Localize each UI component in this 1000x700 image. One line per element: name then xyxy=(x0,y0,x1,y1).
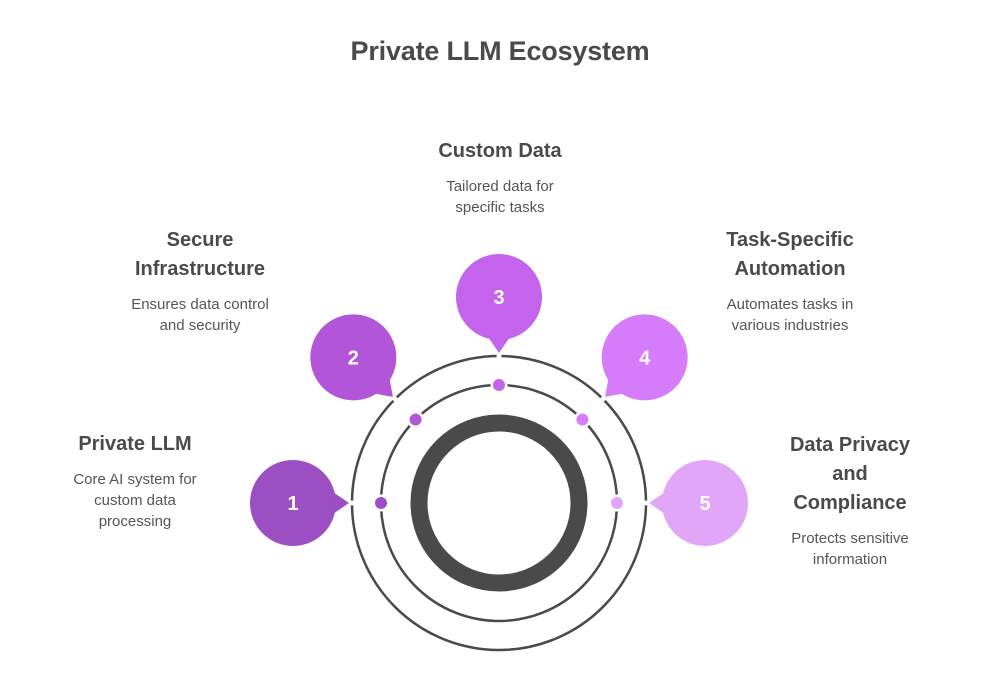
text-line: and xyxy=(832,463,868,485)
step-bubble-5: 5 xyxy=(649,460,748,546)
text-line: Secure xyxy=(166,229,234,251)
text-line: specific tasks xyxy=(455,199,545,216)
step-description: Core AI system for custom data processing xyxy=(40,469,230,532)
step-number: 5 xyxy=(699,493,710,515)
ring-dot-5 xyxy=(611,497,623,509)
step-description: Protects sensitive information xyxy=(750,528,950,570)
ring-gap xyxy=(349,500,355,506)
text-line: and security xyxy=(159,317,241,334)
ring-gap xyxy=(600,396,606,402)
text-line: Automates tasks in xyxy=(726,296,854,313)
ring-gap xyxy=(496,353,502,359)
ring-gap xyxy=(643,500,649,506)
step-description: Tailored data for specific tasks xyxy=(400,176,600,218)
step-number: 4 xyxy=(639,347,651,369)
text-line: Infrastructure xyxy=(134,258,266,280)
diagram-title: Private LLM Ecosystem xyxy=(350,36,650,66)
step-title: Private LLM xyxy=(40,430,230,459)
step-number: 1 xyxy=(287,493,298,515)
text-line: Custom Data xyxy=(438,140,562,162)
ring-gaps xyxy=(349,353,649,506)
step-description: Automates tasks in various industries xyxy=(680,294,900,336)
text-line: custom data xyxy=(94,492,176,509)
core-ring xyxy=(410,414,588,592)
bubble-circle xyxy=(601,314,688,401)
ring-dot-1 xyxy=(375,497,387,509)
text-line: Private LLM xyxy=(78,433,192,455)
text-line: Automation xyxy=(734,258,846,280)
bubble-circle xyxy=(456,254,542,340)
step-bubble-1: 1 xyxy=(250,460,349,546)
step-bubble-4: 4 xyxy=(601,314,688,401)
text-line: processing xyxy=(98,513,172,530)
ring-dot-4 xyxy=(576,413,589,426)
step-number: 3 xyxy=(493,287,504,309)
ring-dots xyxy=(372,376,626,512)
text-line: Core AI system for xyxy=(73,471,197,488)
step-title: Custom Data xyxy=(400,137,600,166)
text-line: information xyxy=(812,551,888,568)
text-line: Task-Specific xyxy=(726,229,854,251)
bubble-circle xyxy=(662,460,748,546)
step-label-private-llm: Private LLM Core AI system for custom dat… xyxy=(40,430,230,532)
ring-gap xyxy=(392,396,398,402)
text-line: Tailored data for xyxy=(446,178,554,195)
text-line: Data Privacy xyxy=(789,434,911,456)
step-label-custom-data: Custom Data Tailored data for specific ta… xyxy=(400,137,600,218)
step-description: Ensures data control and security xyxy=(100,294,300,336)
bubble-circle xyxy=(310,314,397,401)
text-line: Compliance xyxy=(793,492,907,514)
text-line: Protects sensitive xyxy=(791,530,909,547)
text-line: Ensures data control xyxy=(131,296,269,313)
step-bubbles: 1 2 3 4 5 xyxy=(250,254,748,546)
step-bubble-3: 3 xyxy=(456,254,542,353)
bubble-circle xyxy=(250,460,336,546)
step-number: 2 xyxy=(348,347,359,369)
text-line: various industries xyxy=(731,317,849,334)
ring-dot-3 xyxy=(493,379,505,391)
step-bubble-2: 2 xyxy=(310,314,397,401)
ring-dot-2 xyxy=(409,413,422,426)
